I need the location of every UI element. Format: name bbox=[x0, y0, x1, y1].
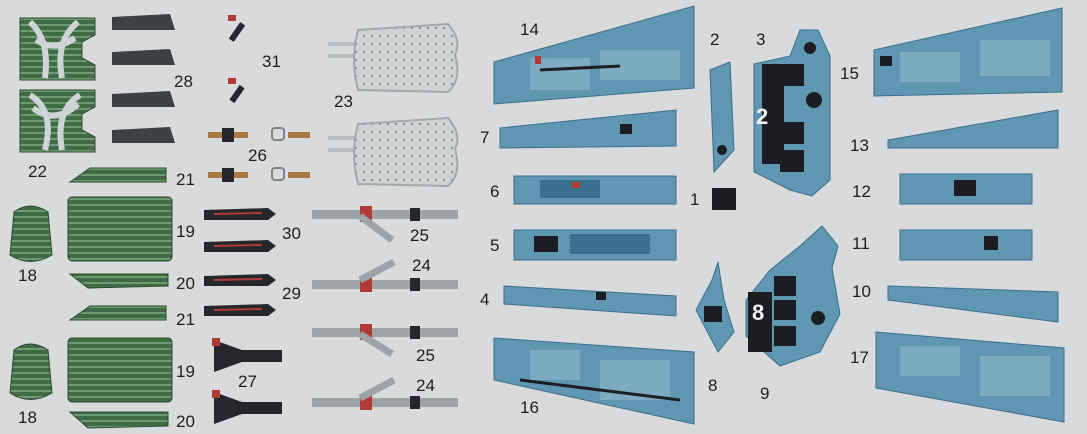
label-19-bottom: 19 bbox=[176, 362, 195, 381]
label-17: 17 bbox=[850, 348, 869, 367]
label-28: 28 bbox=[174, 72, 193, 91]
label-25-top: 25 bbox=[410, 226, 429, 245]
label-19-top: 19 bbox=[176, 222, 195, 241]
label-11: 11 bbox=[852, 234, 870, 253]
decal-20-strip-bottom bbox=[68, 411, 169, 429]
label-24-top: 24 bbox=[412, 256, 431, 275]
decal-8-narrow-panel bbox=[695, 261, 735, 353]
decal-9-instrument-panel bbox=[745, 225, 841, 367]
label-2-inner: 2 bbox=[756, 104, 769, 129]
label-2: 2 bbox=[710, 30, 720, 49]
label-22: 22 bbox=[28, 162, 47, 181]
decal-4-panel bbox=[503, 285, 677, 317]
label-12: 12 bbox=[852, 182, 871, 201]
decal-22-harness-bottom bbox=[19, 89, 96, 153]
label-21-bottom: 21 bbox=[176, 310, 195, 329]
label-20-bottom: 20 bbox=[176, 412, 195, 431]
label-29: 29 bbox=[282, 284, 301, 303]
decal-23-seatback-top bbox=[328, 22, 459, 94]
decal-19-cushion-bottom bbox=[67, 337, 173, 403]
label-6: 6 bbox=[490, 182, 500, 201]
decal-26-tabs bbox=[208, 127, 310, 182]
label-8-inner: 8 bbox=[752, 300, 765, 325]
decal-22-harness-top bbox=[19, 17, 96, 81]
label-18-top: 18 bbox=[18, 266, 37, 285]
label-26: 26 bbox=[248, 146, 267, 165]
label-1: 1 bbox=[690, 190, 700, 209]
label-8: 8 bbox=[708, 376, 718, 395]
decal-12-panel bbox=[899, 173, 1033, 205]
decal-5-panel bbox=[513, 229, 677, 261]
label-13: 13 bbox=[850, 136, 869, 155]
label-31: 31 bbox=[262, 52, 281, 71]
label-25-bottom: 25 bbox=[416, 346, 435, 365]
label-7: 7 bbox=[480, 128, 490, 147]
decal-15-side-panel bbox=[873, 7, 1063, 97]
decal-16-side-panel bbox=[493, 337, 695, 425]
label-15: 15 bbox=[840, 64, 859, 83]
decal-23-seatback-bottom bbox=[328, 116, 459, 188]
label-21-top: 21 bbox=[176, 170, 195, 189]
decal-10-panel bbox=[887, 285, 1059, 323]
decal-31-buckles bbox=[228, 15, 246, 104]
decal-21-strip-top bbox=[68, 167, 167, 183]
decal-19-cushion-top bbox=[67, 196, 173, 262]
decal-11-panel bbox=[899, 229, 1033, 261]
decal-6-panel bbox=[513, 175, 677, 205]
label-20-top: 20 bbox=[176, 274, 195, 293]
label-3: 3 bbox=[756, 30, 766, 49]
label-4: 4 bbox=[480, 290, 490, 309]
label-23: 23 bbox=[334, 92, 353, 111]
label-10: 10 bbox=[852, 282, 871, 301]
decal-18-pad-bottom bbox=[9, 343, 53, 400]
decal-7-panel bbox=[499, 109, 677, 149]
decal-28-pads bbox=[112, 14, 175, 143]
decal-30-29-belts bbox=[204, 208, 276, 316]
decal-2-narrow-panel bbox=[709, 61, 735, 174]
label-30: 30 bbox=[282, 224, 301, 243]
label-5: 5 bbox=[490, 236, 500, 255]
label-14: 14 bbox=[520, 20, 539, 39]
decal-17-side-panel bbox=[875, 331, 1065, 423]
decal-20-strip-top bbox=[68, 273, 169, 289]
decal-18-pad-top bbox=[9, 205, 53, 262]
label-24-bottom: 24 bbox=[416, 376, 435, 395]
label-16: 16 bbox=[520, 398, 539, 417]
decal-25-24-belts bbox=[312, 206, 458, 410]
label-9: 9 bbox=[760, 384, 770, 403]
decal-1-chip bbox=[712, 188, 736, 210]
decal-3-instrument-panel bbox=[753, 29, 831, 197]
label-18-bottom: 18 bbox=[18, 408, 37, 427]
label-27: 27 bbox=[238, 372, 257, 391]
decal-27-buckles bbox=[212, 338, 282, 424]
decal-14-side-panel bbox=[493, 5, 695, 105]
decal-21-strip-bottom bbox=[68, 305, 167, 321]
decal-13-panel bbox=[887, 109, 1059, 149]
